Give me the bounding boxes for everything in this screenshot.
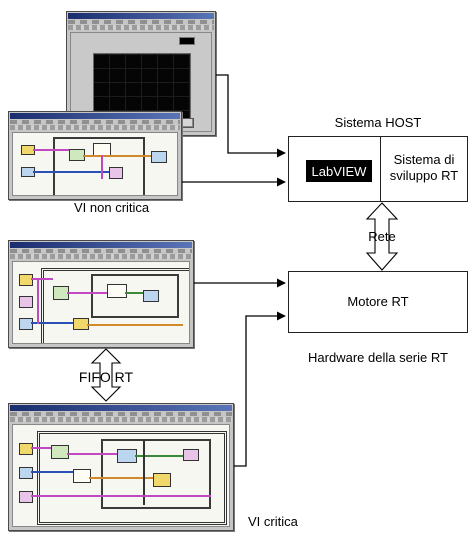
- window-toolbar: [10, 417, 232, 422]
- critical-diagram-window: [8, 403, 234, 531]
- vi-noncritical-label: VI non critica: [74, 200, 150, 215]
- wire: [31, 278, 53, 280]
- window-toolbar: [10, 254, 192, 259]
- window-menubar: [10, 249, 192, 253]
- wire: [67, 453, 117, 455]
- window-menubar: [10, 120, 180, 124]
- arrow-frontpanel-to-host: [216, 74, 286, 158]
- window-toolbar: [10, 125, 180, 130]
- while-loop: [53, 137, 145, 195]
- noncritical-diagram-window: [8, 111, 182, 200]
- node: [19, 467, 33, 479]
- node: [19, 296, 33, 308]
- wire: [83, 155, 151, 157]
- node: [51, 445, 69, 459]
- host-system-box: LabVIEW Sistema di sviluppo RT: [288, 136, 468, 202]
- sequence-structure: [101, 439, 211, 509]
- wire: [89, 477, 153, 479]
- window-menubar: [68, 20, 214, 24]
- rt-engine-box: Motore RT: [288, 271, 468, 333]
- diagram-canvas: [12, 261, 190, 344]
- window-toolbar: [68, 25, 214, 30]
- diagram-canvas: [12, 132, 178, 196]
- node: [19, 274, 33, 286]
- wire: [101, 155, 103, 179]
- node: [19, 443, 33, 455]
- wire: [37, 278, 39, 324]
- window-titlebar: [10, 113, 180, 119]
- node: [143, 290, 159, 302]
- while-loop: [41, 268, 189, 343]
- node: [109, 167, 123, 179]
- window-titlebar: [10, 405, 232, 411]
- wire: [31, 322, 73, 324]
- rt-engine-label: Motore RT: [347, 294, 409, 309]
- wire: [87, 324, 183, 326]
- wire: [31, 447, 51, 449]
- rt-hardware-label: Hardware della serie RT: [308, 350, 448, 365]
- node: [151, 151, 167, 163]
- wire: [125, 292, 143, 294]
- fifo-label: FIFO RT: [78, 369, 134, 385]
- graph-indicator: [179, 37, 195, 45]
- host-title: Sistema HOST: [334, 115, 422, 130]
- vi-critical-label: VI critica: [248, 514, 298, 529]
- diagram-canvas: [12, 424, 230, 527]
- wire: [143, 439, 145, 505]
- node: [19, 491, 33, 503]
- network-label: Rete: [368, 229, 396, 244]
- node: [183, 449, 199, 461]
- wire: [135, 455, 183, 457]
- node: [73, 469, 91, 483]
- wire: [31, 471, 73, 473]
- wire: [67, 292, 107, 294]
- labview-badge: LabVIEW: [306, 160, 372, 182]
- arrow-critical-to-engine: [234, 311, 286, 467]
- wire: [33, 149, 69, 151]
- window-titlebar: [68, 13, 214, 19]
- window-titlebar: [10, 242, 192, 248]
- window-menubar: [10, 412, 232, 416]
- host-system-line2: sviluppo RT: [389, 168, 459, 183]
- fifo-writer-diagram-window: [8, 240, 194, 348]
- node: [107, 284, 127, 298]
- wire: [31, 495, 211, 497]
- node: [19, 318, 33, 330]
- timed-loop: [37, 431, 227, 525]
- wire: [33, 171, 109, 173]
- case-structure: [91, 274, 179, 318]
- host-box-divider: [380, 137, 381, 201]
- node: [153, 473, 171, 487]
- host-system-line1: Sistema di: [393, 152, 455, 167]
- node: [117, 449, 137, 463]
